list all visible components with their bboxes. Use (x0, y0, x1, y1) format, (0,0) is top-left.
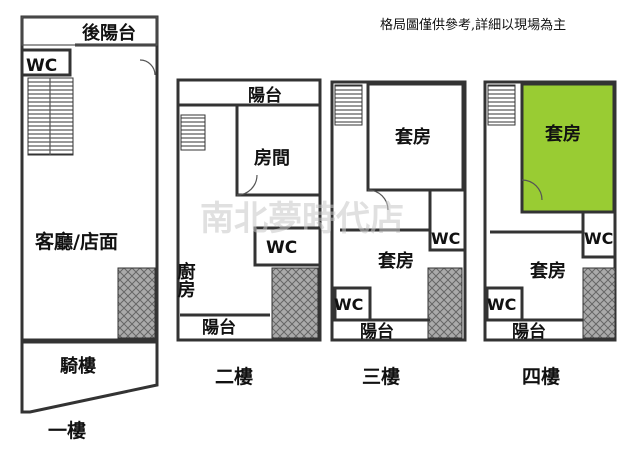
floor-name: 三樓 (362, 365, 400, 388)
highlighted-suite (520, 82, 616, 214)
floor-1-plan (20, 15, 159, 414)
floor-4-plan (483, 80, 617, 342)
disclaimer-note: 格局圖僅供參考,詳細以現場為主 (380, 18, 567, 33)
floor-2-plan (176, 78, 322, 342)
floor-3-plan (330, 80, 467, 342)
room-label: 後陽台 (82, 22, 136, 44)
elevator-shaft-icon (117, 267, 156, 339)
room-label: 套房 (545, 123, 581, 145)
room-label: 套房 (530, 260, 566, 282)
stairs-icon (334, 84, 363, 126)
room-label: 客廳/店面 (35, 230, 118, 253)
elevator-shaft-icon (271, 267, 319, 339)
room-label: 騎樓 (60, 355, 96, 377)
floor-name: 二樓 (215, 365, 253, 388)
room-label: 陽台 (360, 321, 394, 342)
room-label: 陽台 (512, 321, 546, 342)
floor-name: 一樓 (48, 419, 86, 442)
room-label: 套房 (395, 126, 431, 148)
floor-name: 四樓 (522, 365, 560, 388)
room-label: WC (26, 56, 57, 76)
room-label: WC (266, 238, 297, 258)
room-label: WC (584, 229, 613, 248)
room-label: 陽台 (248, 85, 282, 106)
stairs-icon (487, 84, 516, 126)
elevator-shaft-icon (582, 267, 616, 339)
room-label: 陽台 (202, 317, 236, 338)
room-label: 廚房 (175, 261, 196, 298)
room-label: WC (487, 295, 516, 314)
room-label: 房間 (254, 147, 290, 169)
room-label: WC (334, 295, 363, 314)
room-label: WC (431, 229, 460, 248)
watermark: 南北夢時代店 (200, 199, 404, 239)
stairs-icon (180, 114, 206, 151)
room-label: 套房 (378, 250, 414, 272)
elevator-shaft-icon (427, 267, 463, 339)
